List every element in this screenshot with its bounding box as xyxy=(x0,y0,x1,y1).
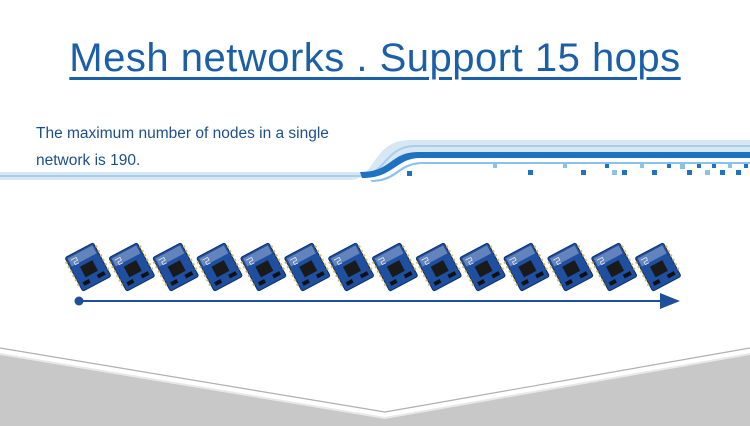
page-title: Mesh networks . Support 15 hops xyxy=(69,36,681,80)
swoosh-banner xyxy=(0,140,750,182)
wireless-module-icon xyxy=(65,242,111,292)
pixel-dots xyxy=(407,164,748,176)
wireless-module-icon xyxy=(240,242,287,292)
wireless-module-icon xyxy=(328,242,374,292)
wireless-module-icon xyxy=(415,242,462,292)
bottom-panel xyxy=(0,347,750,426)
wireless-module-icon xyxy=(196,242,243,292)
wireless-module-icon xyxy=(371,242,418,292)
wireless-module-icon xyxy=(152,242,199,292)
wireless-module-icon xyxy=(459,242,506,292)
wireless-module-icon xyxy=(591,242,637,292)
wireless-module-icon xyxy=(284,242,331,292)
hop-chain xyxy=(65,242,681,309)
description-line-1: The maximum number of nodes in a single xyxy=(36,125,329,142)
wireless-module-icon xyxy=(108,242,155,292)
wireless-module-icon xyxy=(503,242,550,292)
description-line-2: network is 190. xyxy=(36,152,141,169)
description-text: The maximum number of nodes in a single … xyxy=(36,120,376,174)
wireless-module-icon xyxy=(547,242,594,292)
wireless-module-icon xyxy=(635,242,681,292)
